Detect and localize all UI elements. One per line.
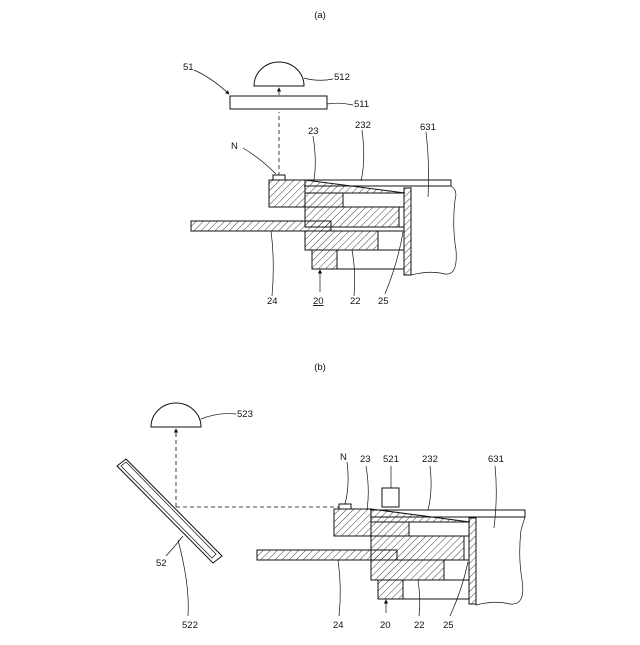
panel-a-caption: (a) (314, 10, 326, 21)
label-51: 51 (183, 62, 194, 73)
label-523: 523 (237, 409, 253, 420)
panel-b-caption: (b) (314, 362, 326, 373)
label-20: 20 (313, 296, 324, 307)
label-512: 512 (334, 72, 350, 83)
frame-631-top-b (473, 511, 525, 517)
mirror-52 (117, 459, 222, 563)
block-23-b (334, 509, 371, 536)
frame-631-b (476, 517, 525, 605)
block-521 (382, 488, 399, 507)
block-23 (269, 180, 305, 207)
nut-N-b (339, 504, 351, 509)
camera-dome-512 (254, 62, 304, 86)
camera-dome-523 (151, 403, 201, 427)
panel-b: (b) (117, 362, 525, 631)
frame-631-top (408, 180, 451, 186)
block-23-lower (305, 193, 343, 207)
label-232: 232 (355, 120, 371, 131)
layer-22 (305, 231, 378, 250)
label-25: 25 (378, 296, 389, 307)
label-25-b: 25 (443, 620, 454, 631)
label-23-b: 23 (360, 454, 371, 465)
wedge-23-b (371, 509, 470, 522)
filter-plate-511 (230, 96, 327, 109)
label-N: N (231, 141, 238, 152)
layer-22-b (371, 560, 444, 580)
label-631: 631 (420, 122, 436, 133)
label-522: 522 (182, 620, 198, 631)
nut-N (273, 175, 285, 180)
gap-23 (343, 193, 404, 207)
label-24-b: 24 (333, 620, 344, 631)
label-N-b: N (340, 452, 347, 463)
label-232-b: 232 (422, 454, 438, 465)
label-22: 22 (350, 296, 361, 307)
block-20 (312, 250, 337, 269)
label-24: 24 (267, 296, 278, 307)
plate-25-b (469, 518, 476, 604)
bar-24-b (257, 550, 397, 560)
label-23: 23 (308, 126, 319, 137)
bar-24 (191, 221, 331, 231)
plate-25 (404, 188, 411, 275)
label-20-b: 20 (380, 620, 391, 631)
frame-631 (411, 186, 456, 275)
label-52: 52 (156, 558, 167, 569)
label-631-b: 631 (488, 454, 504, 465)
label-521: 521 (383, 454, 399, 465)
block-20-b (378, 580, 403, 599)
panel-a: (a) (183, 10, 456, 307)
label-511: 511 (354, 99, 369, 110)
label-22-b: 22 (414, 620, 425, 631)
